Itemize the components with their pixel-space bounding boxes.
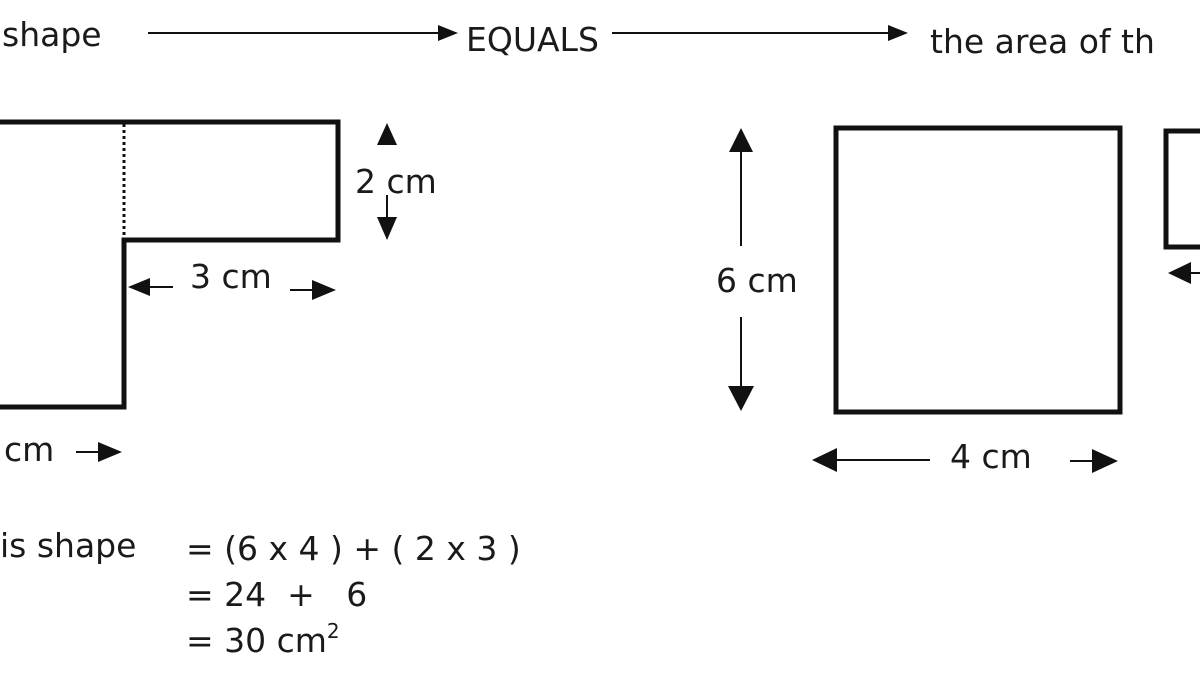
rectangle-height-label: 6 cm — [716, 261, 798, 300]
partial-rectangle-arrow — [1168, 262, 1200, 284]
calculation-line-1: = (6 x 4 ) + ( 2 x 3 ) — [186, 529, 521, 568]
header-arrow-2 — [612, 25, 908, 41]
header-arrow-1 — [148, 25, 458, 41]
l-shape-width-arrow — [128, 278, 336, 300]
partial-rectangle-outline — [1163, 128, 1200, 250]
rectangle-height-arrow — [728, 128, 754, 411]
calculation-line-2: = 24 + 6 — [186, 575, 367, 614]
calculation-lead: is shape — [0, 526, 136, 565]
calculation-line-3: = 30 cm2 — [186, 619, 340, 660]
rectangle-width-label: 4 cm — [950, 437, 1032, 476]
l-shape-height-label: 2 cm — [355, 162, 437, 201]
calculation-line-3-text: = 30 cm — [186, 621, 327, 660]
rectangle-outline — [833, 125, 1123, 415]
l-shape-width-label: 3 cm — [190, 257, 272, 296]
header-right-text: the area of th — [930, 22, 1155, 61]
rectangle-width-arrow — [812, 448, 1118, 473]
header-left-text: shape — [2, 15, 102, 54]
l-shape-bottom-label: cm — [4, 430, 54, 469]
header-middle-text: EQUALS — [466, 20, 599, 59]
l-shape-bottom-arrow — [76, 442, 122, 462]
l-shape-outline — [0, 119, 341, 410]
l-shape-height-arrow — [377, 123, 397, 240]
calculation-superscript: 2 — [327, 619, 340, 643]
